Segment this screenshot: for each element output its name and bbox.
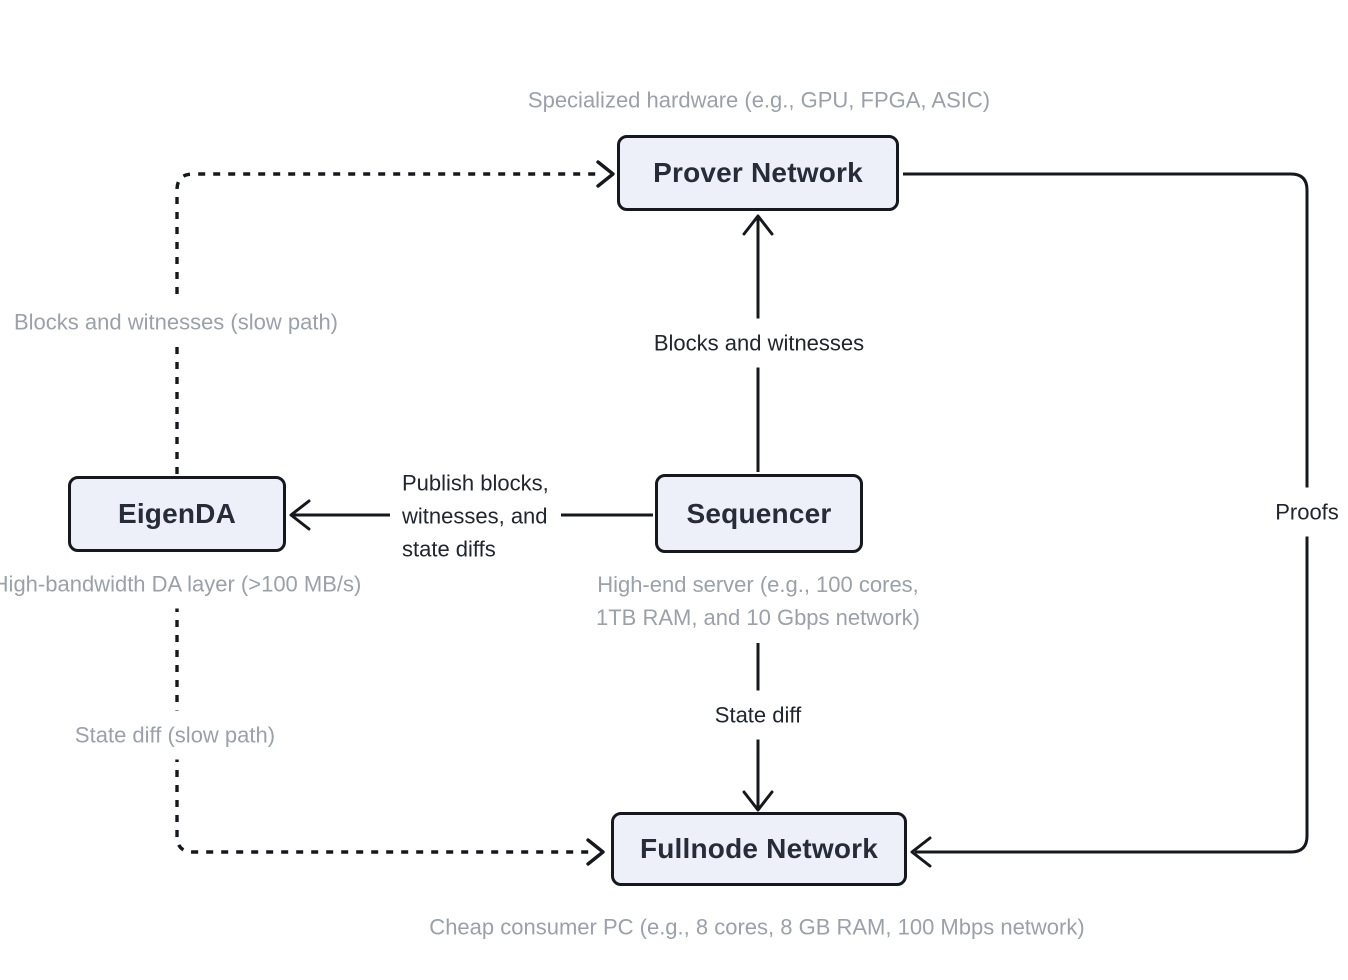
- fullnode-caption: Cheap consumer PC (e.g., 8 cores, 8 GB R…: [417, 902, 1097, 952]
- edge-label-sequencer-to-eigenda: Publish blocks, witnesses, and state dif…: [390, 458, 561, 574]
- arrowhead-right-icon: [586, 838, 605, 866]
- prover-caption: Specialized hardware (e.g., GPU, FPGA, A…: [515, 75, 1003, 125]
- node-eigenda: EigenDA: [68, 476, 286, 552]
- sequencer-caption: High-end server (e.g., 100 cores, 1TB RA…: [583, 560, 933, 642]
- edge-label-eigenda-to-prover: Blocks and witnesses (slow path): [1, 297, 351, 347]
- node-eigenda-label: EigenDA: [117, 498, 237, 529]
- node-prover-network: Prover Network: [617, 135, 899, 211]
- edge-prover-to-fullnode: [903, 172, 1309, 854]
- eigenda-caption: High-bandwidth DA layer (>100 MB/s): [0, 559, 374, 609]
- edge-label-sequencer-to-fullnode: State diff: [702, 690, 814, 740]
- edge-label-eigenda-to-fullnode: State diff (slow path): [62, 710, 288, 760]
- arrowhead-left-icon: [910, 836, 932, 868]
- edge-eigenda-to-fullnode: [175, 605, 592, 854]
- node-fullnode-network-label: Fullnode Network: [639, 833, 879, 864]
- node-fullnode-network: Fullnode Network: [611, 812, 907, 886]
- edge-label-prover-to-fullnode: Proofs: [1263, 487, 1348, 537]
- node-sequencer-label: Sequencer: [686, 497, 832, 529]
- node-sequencer: Sequencer: [655, 474, 863, 553]
- arrowhead-right-icon: [596, 160, 615, 188]
- arrowhead-down-icon: [742, 790, 774, 812]
- edge-label-sequencer-to-prover: Blocks and witnesses: [641, 318, 877, 368]
- arrowhead-up-icon: [742, 214, 774, 236]
- node-prover-network-label: Prover Network: [653, 157, 863, 188]
- arrowhead-left-icon: [289, 499, 311, 531]
